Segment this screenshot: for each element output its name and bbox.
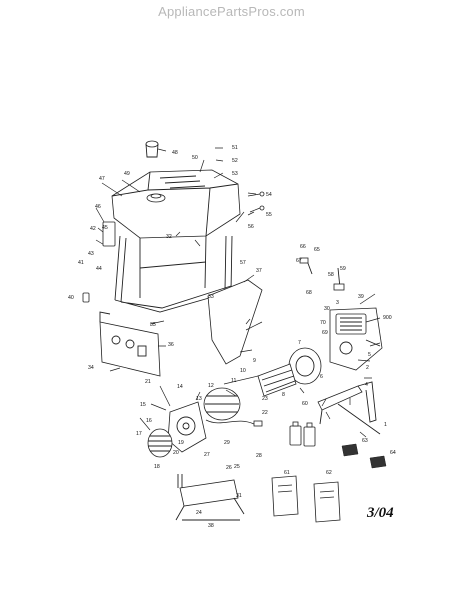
- stator: [203, 387, 241, 421]
- callout: 22: [262, 410, 268, 416]
- callout: 52: [232, 158, 238, 164]
- cover-panel: [207, 279, 263, 365]
- callout: 57: [240, 260, 246, 266]
- callout: 62: [326, 470, 332, 476]
- plug-accessory-64: [369, 455, 387, 469]
- callout: 20: [173, 450, 179, 456]
- callout: 9: [253, 358, 256, 364]
- callout: 37: [256, 268, 262, 274]
- plug-accessory-63: [341, 443, 359, 457]
- callout: 49: [124, 171, 130, 177]
- wire-harness: [205, 419, 263, 427]
- fuel-tank: [111, 169, 241, 239]
- support-bracket: [175, 474, 245, 521]
- parts-manual: [313, 481, 341, 523]
- callout: 26: [226, 465, 232, 471]
- callout: 30: [324, 306, 330, 312]
- callout: 27: [204, 452, 210, 458]
- callout: 59: [340, 266, 346, 272]
- callout: 3: [336, 300, 339, 306]
- callout: 6: [320, 374, 323, 380]
- callout: 4: [365, 382, 368, 388]
- callout: 58: [328, 272, 334, 278]
- leader-lines: [95, 147, 381, 438]
- callout: 44: [96, 266, 102, 272]
- callout: 70: [320, 320, 326, 326]
- callout: 51: [232, 145, 238, 151]
- site-header: AppliancePartsPros.com: [158, 4, 305, 19]
- callout: 11: [231, 378, 236, 384]
- callout: 41: [78, 260, 84, 266]
- callout: 23: [262, 396, 268, 402]
- callout: 50: [192, 155, 198, 161]
- callout: 66: [300, 244, 306, 250]
- callout: 8: [282, 392, 285, 398]
- callout: 24: [196, 510, 202, 516]
- callout: 25: [234, 464, 240, 470]
- callout: 56: [248, 224, 254, 230]
- rotor: [223, 363, 297, 397]
- callout: 1: [384, 422, 387, 428]
- callout: 13: [196, 396, 202, 402]
- callout: 43: [88, 251, 94, 257]
- callout: 35: [150, 322, 156, 328]
- control-panel: [99, 311, 161, 377]
- fastener-stack: [299, 257, 345, 291]
- callout: 53: [232, 171, 238, 177]
- callout: 36: [168, 342, 174, 348]
- end-bell: [167, 401, 207, 453]
- callout: 38: [208, 523, 214, 529]
- callout: 18: [154, 464, 160, 470]
- callout: 33: [208, 294, 214, 300]
- callout: 16: [146, 418, 152, 424]
- callout: 45: [102, 225, 108, 231]
- owners-manual: [271, 475, 299, 517]
- callout: 12: [208, 383, 214, 389]
- callout: 63: [362, 438, 368, 444]
- callout: 14: [177, 384, 183, 390]
- rear-grille: [147, 428, 173, 458]
- callout: 55: [266, 212, 272, 218]
- callout: 42: [90, 226, 96, 232]
- callout: 46: [95, 204, 101, 210]
- callout: 67: [296, 258, 302, 264]
- callout: 19: [178, 440, 184, 446]
- fuel-line-hardware: [235, 191, 265, 223]
- handle: [317, 381, 381, 435]
- callout: 61: [284, 470, 290, 476]
- callout: 40: [68, 295, 74, 301]
- callout: 54: [266, 192, 272, 198]
- callout: 29: [224, 440, 230, 446]
- callout: 47: [99, 176, 105, 182]
- side-bracket: [82, 221, 116, 303]
- callout: 69: [322, 330, 328, 336]
- date-stamp: 3/04: [367, 505, 394, 521]
- callout: 65: [314, 247, 320, 253]
- callout: 7: [298, 340, 301, 346]
- callout: 32: [166, 234, 172, 240]
- callout-labels: 1 2 3 4 5 6 7 8 9 10 11 12 13 14 15 16 1…: [68, 145, 396, 529]
- callout: 10: [240, 368, 246, 374]
- callout: 15: [140, 402, 146, 408]
- frame: [114, 235, 233, 313]
- engine: [329, 307, 383, 371]
- callout: 31: [236, 493, 242, 499]
- callout: 21: [145, 379, 151, 385]
- callout: 48: [172, 150, 178, 156]
- callout: 60: [302, 401, 308, 407]
- fuel-cap: [145, 140, 159, 158]
- engine-plate: [288, 347, 322, 385]
- callout: 64: [390, 450, 396, 456]
- callout: 68: [306, 290, 312, 296]
- callout: 17: [136, 431, 142, 437]
- callout: 900: [383, 315, 392, 321]
- callout: 2: [366, 365, 369, 371]
- callout: 5: [368, 352, 371, 358]
- callout: 39: [358, 294, 364, 300]
- oil-bottles: [289, 421, 316, 447]
- callout: 28: [256, 453, 262, 459]
- callout: 34: [88, 365, 94, 371]
